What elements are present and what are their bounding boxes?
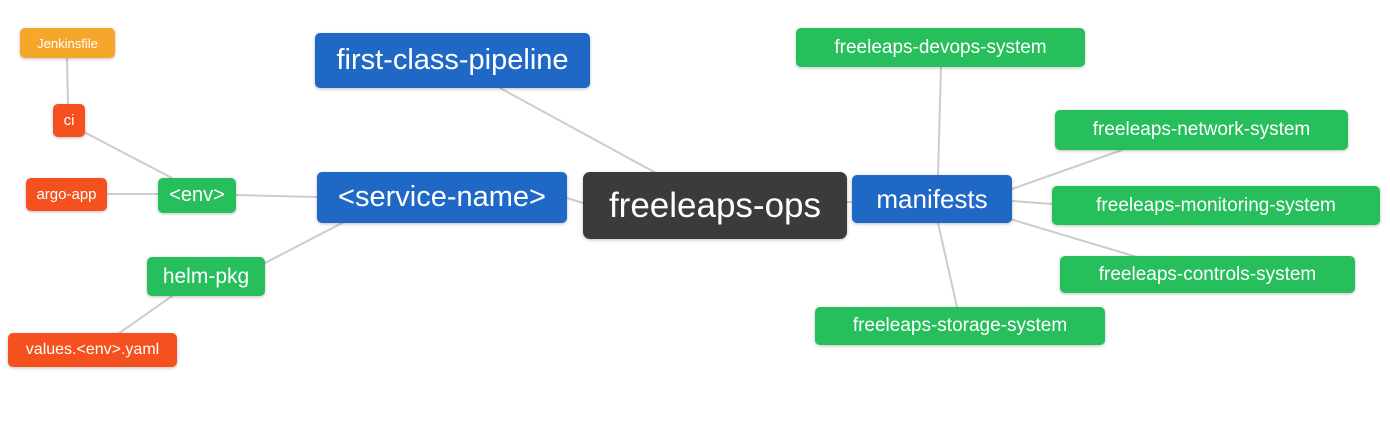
node-manifests[interactable]: manifests [852, 175, 1012, 223]
node-freeleaps-storage-system[interactable]: freeleaps-storage-system [815, 307, 1105, 345]
node-helm-pkg[interactable]: helm-pkg [147, 257, 265, 296]
edge-env-servicename [235, 194, 318, 198]
node-first-class-pipeline[interactable]: first-class-pipeline [315, 33, 590, 88]
edge-fcp-ops [499, 87, 657, 174]
edge-servicename-ops [566, 197, 584, 204]
node-jenkinsfile[interactable]: Jenkinsfile [20, 28, 115, 58]
node-service-name[interactable]: <service-name> [317, 172, 567, 223]
node-freeleaps-monitoring-system[interactable]: freeleaps-monitoring-system [1052, 186, 1380, 225]
node-freeleaps-devops-system[interactable]: freeleaps-devops-system [796, 28, 1085, 67]
node-freeleaps-ops-root[interactable]: freeleaps-ops [583, 172, 847, 239]
node-env[interactable]: <env> [158, 178, 236, 213]
edge-manifests-network [1011, 149, 1123, 190]
node-freeleaps-controls-system[interactable]: freeleaps-controls-system [1060, 256, 1355, 293]
edge-jenkinsfile-ci [66, 57, 69, 105]
edge-manifests-storage [937, 222, 958, 308]
edge-manifests-devops [937, 66, 942, 176]
node-ci[interactable]: ci [53, 104, 85, 137]
edge-helmpkg-values [117, 295, 173, 335]
edge-manifests-monitoring [1011, 200, 1053, 205]
edge-servicename-helmpkg [264, 222, 343, 264]
node-values-env-yaml[interactable]: values.<env>.yaml [8, 333, 177, 367]
node-argo-app[interactable]: argo-app [26, 178, 107, 211]
edge-ci-env [83, 131, 173, 179]
node-freeleaps-network-system[interactable]: freeleaps-network-system [1055, 110, 1348, 150]
